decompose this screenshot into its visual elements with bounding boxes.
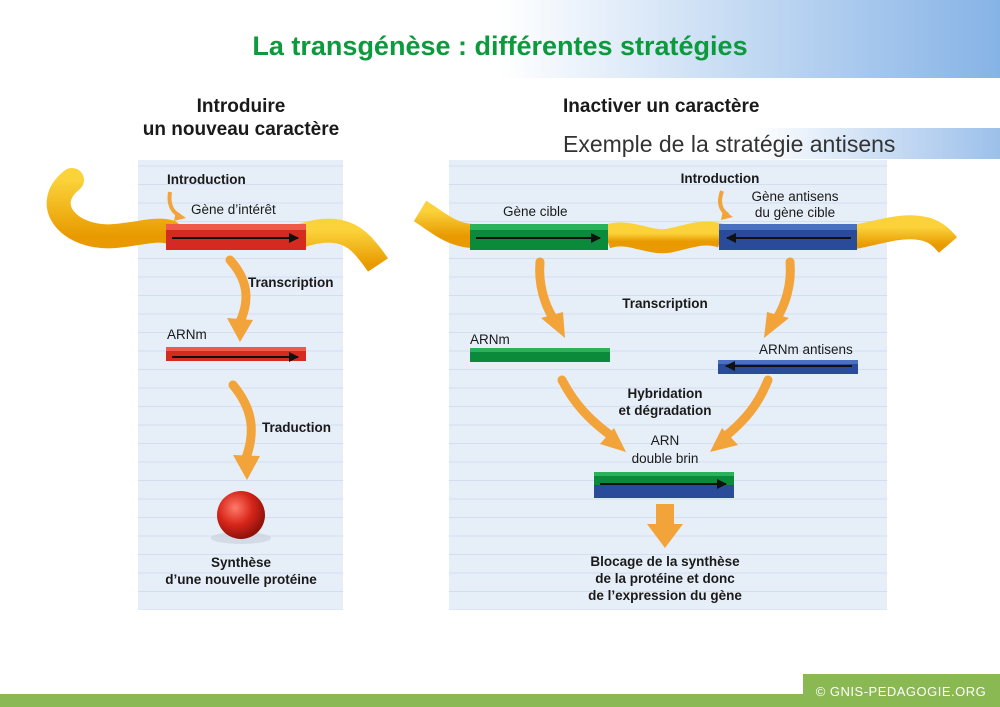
footer-copyright: © GNIS-PEDAGOGIE.ORG (816, 684, 987, 699)
right-antisense-gene-line1: Gène antisens (751, 189, 838, 204)
right-target-transcription-arrow (535, 257, 558, 323)
right-target-transcription-arrowhead (541, 312, 565, 338)
left-transcription-arrow (225, 255, 251, 327)
right-arn-line1: ARN (651, 433, 680, 448)
right-hybridation-line2: et dégradation (618, 403, 711, 418)
right-arnm-highlight (470, 348, 610, 352)
right-arn-line2: double brin (632, 451, 699, 466)
right-heading: Inactiver un caractère (563, 96, 759, 117)
left-introduction-arrowhead (174, 211, 186, 221)
right-arnm-antisens-label: ARNm antisens (759, 342, 853, 357)
right-antisense-gene-line2: du gène cible (755, 205, 835, 220)
footer-bar (0, 694, 1000, 707)
left-dna-strand-start (46, 168, 182, 249)
subheading-band (550, 128, 1000, 159)
left-traduction-label: Traduction (262, 420, 331, 435)
right-target-gene-label: Gène cible (503, 204, 568, 219)
right-result-line1: Blocage de la synthèse (590, 554, 740, 569)
right-antisense-gene-highlight (719, 224, 857, 230)
left-heading-line2: un nouveau caractère (143, 119, 339, 140)
left-gene-label: Gène d’intérêt (191, 202, 276, 217)
right-hybrid-arrow-left (557, 375, 615, 440)
right-antisense-transcription-arrowhead (764, 312, 789, 338)
right-result-line2: de la protéine et donc (595, 571, 735, 586)
left-result-line1: Synthèse (211, 555, 272, 570)
left-introduction-label: Introduction (167, 172, 246, 187)
left-transcription-arrowhead (227, 318, 253, 342)
right-dna-strand-middle (601, 221, 726, 254)
right-introduction-arrowhead (721, 210, 733, 220)
right-arnm-label: ARNm (470, 332, 510, 347)
right-dna-strand-end (852, 215, 958, 253)
page-title: La transgénèse : différentes stratégies (252, 31, 747, 61)
right-subheading: Exemple de la stratégie antisens (563, 131, 895, 157)
right-hybrid-arrowhead-left (600, 428, 626, 452)
right-dsrna-sense-highlight (594, 472, 734, 476)
protein-sphere (217, 491, 265, 539)
left-transcription-label: Transcription (248, 275, 334, 290)
left-arnm-label: ARNm (167, 327, 207, 342)
left-traduction-arrowhead (233, 455, 260, 480)
right-blocking-arrow-shaft (656, 504, 674, 526)
left-result-line2: d’une nouvelle protéine (165, 572, 317, 587)
right-result-line3: de l’expression du gène (588, 588, 742, 603)
footer-copyright-box (803, 674, 1000, 707)
right-introduction-label: Introduction (681, 171, 760, 186)
left-traduction-arrow (228, 380, 256, 463)
right-transcription-label: Transcription (622, 296, 708, 311)
left-arnm-highlight (166, 347, 306, 351)
right-dsrna-antisense-strand (594, 485, 734, 498)
right-hybridation-line1: Hybridation (627, 386, 702, 401)
right-hybrid-arrowhead-right (710, 428, 738, 452)
left-heading-line1: Introduire (197, 96, 286, 117)
right-target-gene-highlight (470, 224, 608, 230)
left-gene-highlight (166, 224, 306, 230)
right-hybrid-arrow-right (722, 375, 773, 440)
right-arnm-antisens-highlight (718, 360, 858, 364)
left-dna-strand-end (296, 218, 388, 272)
right-antisense-transcription-arrow (772, 257, 795, 323)
right-dna-strand-start (413, 200, 474, 248)
header-band (0, 0, 1000, 78)
right-blocking-arrowhead (647, 524, 683, 548)
